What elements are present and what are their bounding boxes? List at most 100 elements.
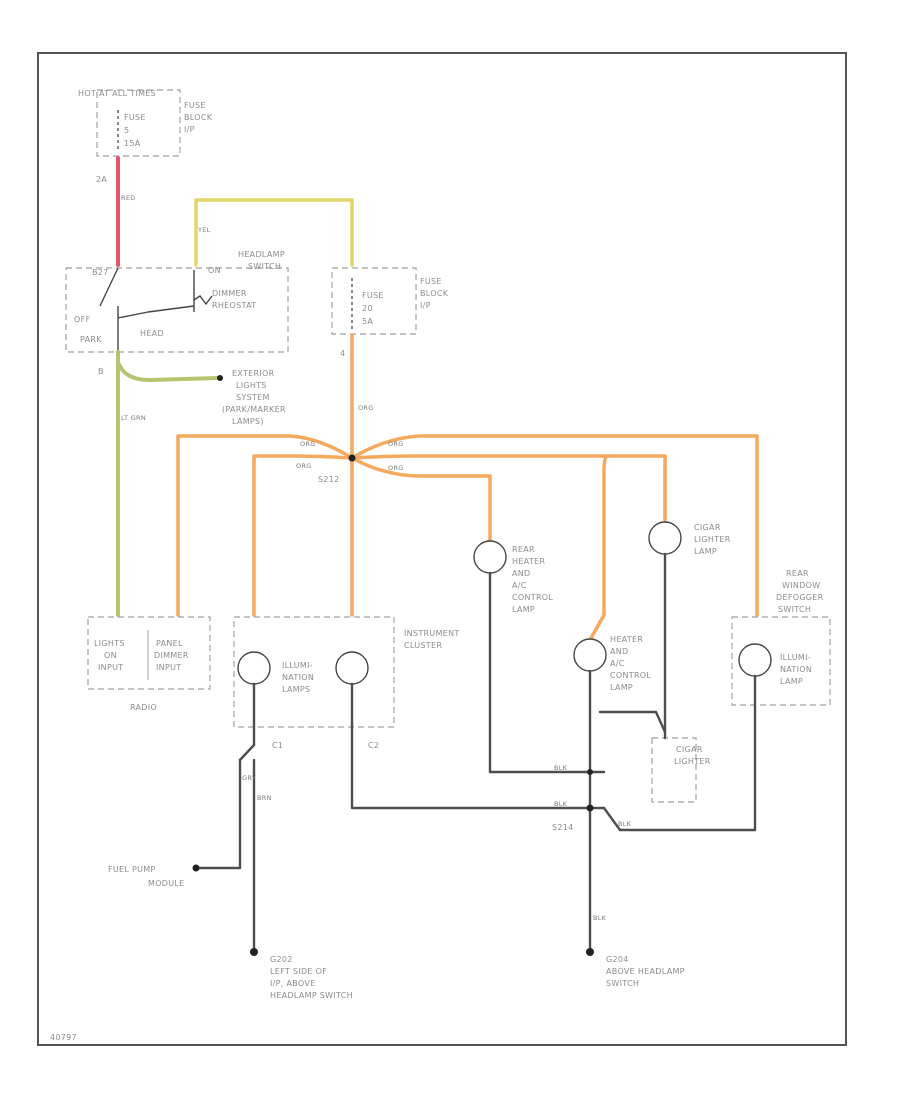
c2-label: C2 [368,741,379,750]
rear-heater-line: CONTROL [512,593,553,602]
fuse-block-2 [331,267,417,335]
fuse-block-1-line: BLOCK [184,113,213,122]
fuel-pump-line: FUEL PUMP [108,865,156,874]
illum-lamps-line: NATION [282,673,314,682]
g204-line: SWITCH [606,979,639,988]
fuse-1-line: 5 [124,126,129,135]
orange-wires [176,333,759,642]
fuse-1-line: 15A [124,139,141,148]
fuel-pump-line: MODULE [148,879,185,888]
pin-b: B [98,367,104,376]
splice-s212 [348,454,356,462]
cluster-lamp-left [237,651,271,685]
g202-line: I/P, ABOVE [270,979,315,988]
fuse-2-line: FUSE [362,291,384,300]
dimmer-line: RHEOSTAT [212,301,256,310]
s212-label: S212 [318,475,340,484]
illum-lamp-line: ILLUMI- [780,653,811,662]
illum-lamps-line: ILLUMI- [282,661,313,670]
lights-on-line: INPUT [98,663,123,672]
fuse-block-1 [96,89,181,157]
exterior-line: LIGHTS [236,381,267,390]
wire-code-yel: YEL [197,226,211,234]
fuse-block-2-line: FUSE [420,277,442,286]
fuse-block-1-line: I/P [184,125,195,134]
wire-code-blk: BLK [554,764,568,772]
switch-contacts [99,267,213,352]
wire-code-blk: BLK [618,820,632,828]
cigar-lighter-lamp-line: CIGAR [694,523,721,532]
cigar-lighter-lamp [648,521,682,555]
pin-b27: B27 [92,268,109,277]
wire-code-red: RED [121,194,136,202]
lights-on-line: LIGHTS [94,639,125,648]
head-label: HEAD [140,329,164,338]
fuse-1-line: FUSE [124,113,146,122]
defogger-illum-lamp [738,643,772,677]
park-label: PARK [80,335,102,344]
headlamp-switch-box [65,267,289,353]
rear-heater-line: AND [512,569,531,578]
fuse-2-line: 5A [362,317,373,326]
heater-ac-lamp [573,638,607,672]
g204-line: ABOVE HEADLAMP [606,967,685,976]
wire-code-blk: BLK [554,800,568,808]
yellow-wire [194,198,354,267]
wire-code-brn: BRN [257,794,272,802]
rear-defogger-line: DEFOGGER [776,593,824,602]
headlamp-switch-line: HEADLAMP [238,250,285,259]
footer-code: 40797 [50,1033,77,1042]
green-yellow-wire [116,350,220,617]
dimmer-line: DIMMER [212,289,247,298]
exterior-line: LAMPS) [232,417,264,426]
g202-line: LEFT SIDE OF [270,967,327,976]
fuse-block-2-line: BLOCK [420,289,449,298]
g202-line: HEADLAMP SWITCH [270,991,353,1000]
c1-label: C1 [272,741,283,750]
wire-code-blk: BLK [593,914,607,922]
cigar-lighter-box [651,737,697,803]
fuel-pump-terminal [192,864,200,872]
radio-label: RADIO [130,703,157,712]
panel-dimmer-line: PANEL [156,639,183,648]
fuse-block-1-line: FUSE [184,101,206,110]
exterior-lights-terminal [217,375,223,381]
pin-2a: 2A [96,175,107,184]
cigar-lighter-line: CIGAR [676,745,703,754]
cigar-lighter-lamp-line: LIGHTER [694,535,731,544]
cluster-lamp-right [335,651,369,685]
headlamp-switch-line: SWITCH [248,262,281,271]
exterior-line: EXTERIOR [232,369,275,378]
on-label: ON [208,266,221,275]
wire-code-org: ORG [388,464,404,472]
ground-g202 [250,948,258,956]
illum-lamp-line: NATION [780,665,812,674]
panel-dimmer-line: DIMMER [154,651,189,660]
off-label: OFF [74,315,90,324]
illum-lamp-line: LAMP [780,677,803,686]
junction-772 [587,769,593,775]
s214-label: S214 [552,823,574,832]
fuse-block-2-line: I/P [420,301,431,310]
rear-defogger-box [731,616,831,706]
hot-label: HOT AT ALL TIMES [78,89,156,98]
heater-ac-line: A/C [610,659,625,668]
exterior-line: (PARK/MARKER [222,405,286,414]
rear-defogger-line: REAR [786,569,809,578]
heater-ac-line: HEATER [610,635,643,644]
lights-on-line: ON [104,651,117,660]
wire-code-org: ORG [300,440,316,448]
cigar-lighter-line: LIGHTER [674,757,711,766]
cigar-lighter-lamp-line: LAMP [694,547,717,556]
rear-heater-line: LAMP [512,605,535,614]
panel-dimmer-line: INPUT [156,663,181,672]
g204-line: G204 [606,955,629,964]
ground-wires [194,552,757,952]
illum-lamps-line: LAMPS [282,685,310,694]
diagram-frame [37,52,847,1046]
heater-ac-line: AND [610,647,629,656]
pin-4: 4 [340,349,345,358]
instrument-cluster-line: CLUSTER [404,641,442,650]
heater-ac-line: LAMP [610,683,633,692]
